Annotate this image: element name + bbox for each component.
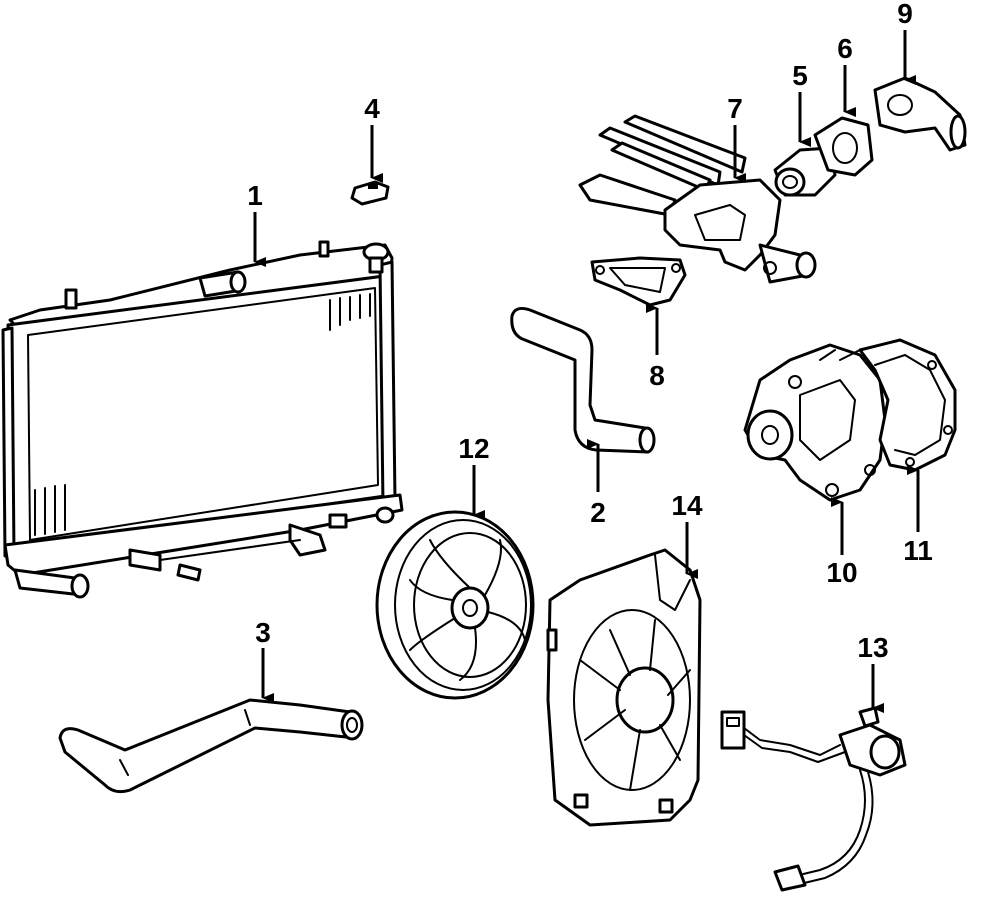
callout-label-7: 7 bbox=[727, 93, 743, 124]
callout-8: 8 bbox=[646, 303, 665, 391]
thermostat-housing bbox=[873, 76, 967, 152]
water-pump bbox=[743, 343, 887, 502]
lower-hose bbox=[58, 698, 364, 794]
callout-label-11: 11 bbox=[903, 535, 933, 566]
callout-label-3: 3 bbox=[255, 617, 271, 648]
callout-label-8: 8 bbox=[649, 360, 665, 391]
callout-label-4: 4 bbox=[364, 93, 380, 124]
callout-7: 7 bbox=[727, 93, 746, 183]
radiator bbox=[1, 240, 404, 599]
callout-label-9: 9 bbox=[897, 0, 913, 29]
outlet-gasket bbox=[590, 256, 687, 307]
callout-10: 10 bbox=[826, 497, 858, 588]
callout-5: 5 bbox=[792, 60, 811, 147]
callout-11: 11 bbox=[903, 465, 933, 566]
callout-label-10: 10 bbox=[826, 557, 857, 588]
fan-wiring-harness bbox=[720, 706, 907, 892]
callout-3: 3 bbox=[255, 617, 274, 703]
callout-12: 12 bbox=[458, 433, 490, 520]
callout-1: 1 bbox=[247, 180, 266, 267]
callout-label-14: 14 bbox=[671, 490, 703, 521]
callout-label-6: 6 bbox=[837, 33, 853, 64]
callout-label-1: 1 bbox=[247, 180, 263, 211]
callout-label-5: 5 bbox=[792, 60, 808, 91]
water-pump-gasket bbox=[858, 338, 957, 472]
callout-14: 14 bbox=[671, 490, 703, 579]
upper-hose bbox=[510, 307, 656, 454]
callout-6: 6 bbox=[837, 33, 856, 117]
cooling-fan bbox=[375, 510, 535, 700]
thermostat bbox=[773, 146, 837, 197]
callout-label-12: 12 bbox=[458, 433, 489, 464]
callout-9: 9 bbox=[897, 0, 916, 85]
callout-13: 13 bbox=[857, 632, 889, 713]
callout-4: 4 bbox=[364, 93, 383, 183]
radiator-cap bbox=[350, 180, 390, 206]
callout-label-2: 2 bbox=[590, 497, 606, 528]
fan-shroud bbox=[546, 548, 702, 827]
water-outlet-housing bbox=[578, 114, 817, 284]
callout-2: 2 bbox=[587, 439, 606, 528]
thermostat-gasket bbox=[813, 116, 874, 177]
callout-label-13: 13 bbox=[857, 632, 888, 663]
